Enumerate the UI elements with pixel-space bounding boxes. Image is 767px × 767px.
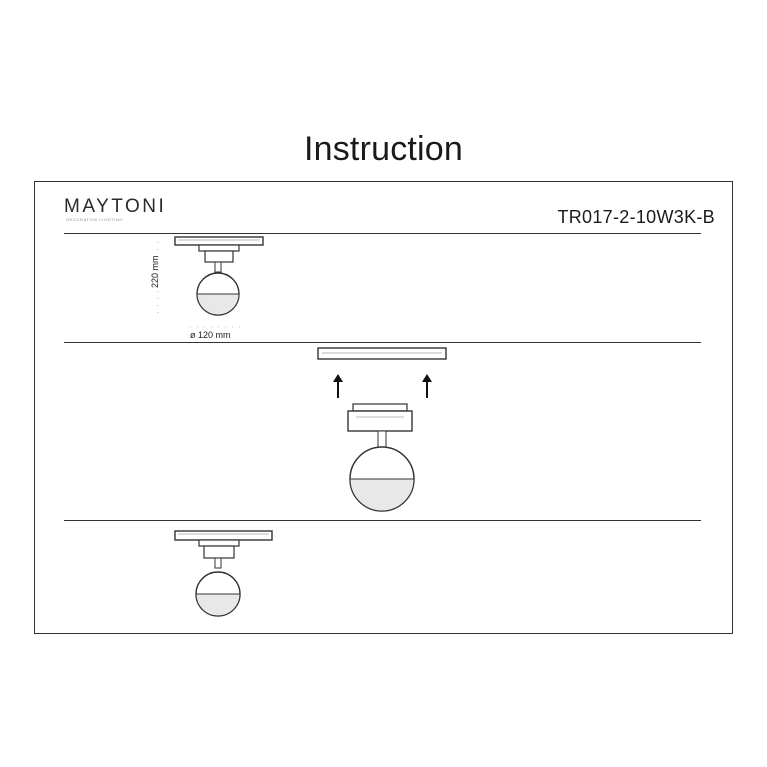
- arrow-up-icon: [333, 374, 343, 398]
- step-3-mounted: [174, 530, 273, 617]
- divider-middle: [64, 342, 701, 343]
- height-dimension: 220 mm: [150, 255, 160, 288]
- instruction-frame: [34, 181, 733, 634]
- arrow-up-icon: [422, 374, 432, 398]
- step-1-spotlight: [157, 236, 264, 328]
- brand-tagline: DECORATIVE LIGHTING: [66, 217, 124, 222]
- page-title: Instruction: [303, 130, 464, 168]
- diameter-dimension: ø 120 mm: [190, 330, 231, 340]
- divider-top: [64, 233, 701, 234]
- model-number: TR017-2-10W3K-B: [557, 207, 715, 227]
- step-2-mounting: [317, 347, 447, 512]
- divider-bottom: [64, 520, 701, 521]
- brand-logo: MAYTONI: [64, 196, 167, 217]
